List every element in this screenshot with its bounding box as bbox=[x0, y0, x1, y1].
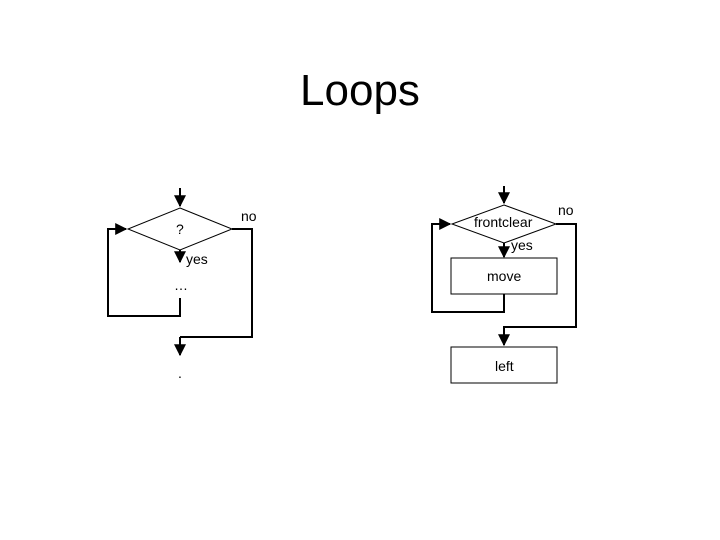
right-condition-label: frontclear bbox=[474, 214, 533, 230]
left-box-label: left bbox=[495, 358, 514, 374]
left-yes-label: yes bbox=[186, 251, 208, 267]
left-box bbox=[450, 346, 558, 384]
right-loop-back bbox=[431, 218, 505, 313]
right-no-branch bbox=[498, 223, 577, 347]
right-flowchart: frontclear no yes move left bbox=[431, 186, 577, 384]
move-box-label: move bbox=[487, 268, 521, 284]
left-body-label: … bbox=[174, 277, 188, 293]
right-no-label: no bbox=[558, 202, 574, 218]
left-condition-label: ? bbox=[176, 221, 184, 237]
move-box bbox=[450, 257, 558, 295]
slide-title: Loops bbox=[300, 66, 420, 115]
left-after-label: . bbox=[178, 365, 182, 381]
left-no-label: no bbox=[241, 208, 257, 224]
left-loop-back bbox=[107, 223, 181, 317]
right-yes-label: yes bbox=[511, 237, 533, 253]
left-no-branch bbox=[180, 228, 253, 338]
left-flowchart: ? no yes … . bbox=[107, 188, 257, 381]
